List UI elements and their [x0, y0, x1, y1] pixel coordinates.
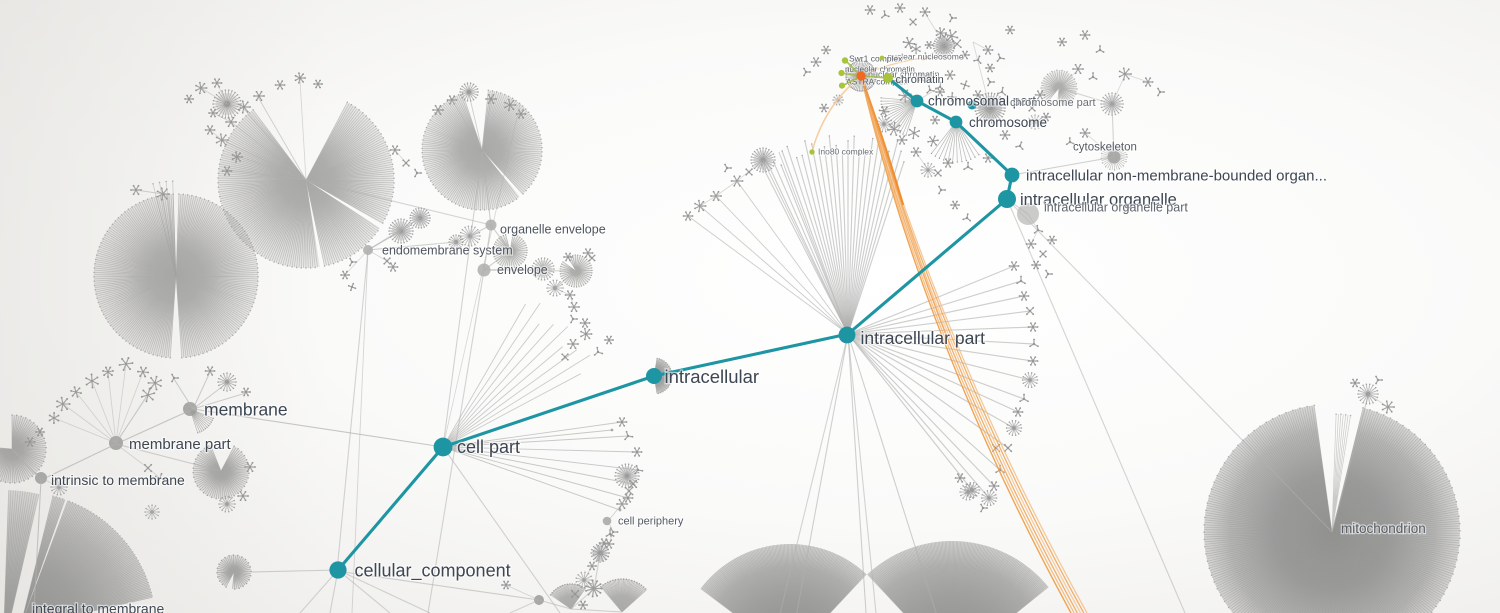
svg-text:mitochondrion: mitochondrion: [1341, 521, 1426, 536]
svg-text:chromosome: chromosome: [969, 115, 1047, 130]
svg-text:chromatin: chromatin: [896, 74, 944, 86]
svg-text:membrane part: membrane part: [129, 436, 232, 453]
svg-text:intracellular: intracellular: [665, 366, 760, 387]
svg-text:cell periphery: cell periphery: [618, 516, 684, 528]
svg-text:intrinsic to membrane: intrinsic to membrane: [51, 472, 185, 488]
svg-text:intracellular organelle: intracellular organelle: [1020, 191, 1177, 209]
svg-text:cellular_component: cellular_component: [355, 561, 511, 582]
svg-text:chromosome part: chromosome part: [1010, 97, 1096, 109]
svg-text:intracellular non-membrane-bou: intracellular non-membrane-bounded organ…: [1026, 168, 1327, 185]
svg-text:nuclear nucleosome: nuclear nucleosome: [888, 52, 964, 62]
svg-text:cytoskeleton: cytoskeleton: [1073, 142, 1137, 154]
svg-text:endomembrane system: endomembrane system: [382, 244, 513, 258]
svg-text:integral to membrane: integral to membrane: [32, 601, 165, 613]
svg-text:nucleolar chromatin: nucleolar chromatin: [845, 65, 915, 74]
svg-text:intracellular part: intracellular part: [861, 328, 986, 348]
svg-text:membrane: membrane: [204, 400, 288, 420]
svg-text:Swr1 complex: Swr1 complex: [849, 54, 903, 64]
svg-text:chromosomal part: chromosomal part: [928, 94, 1036, 109]
svg-text:organelle envelope: organelle envelope: [500, 223, 606, 237]
svg-text:cell part: cell part: [457, 437, 520, 457]
svg-text:Ino80 complex: Ino80 complex: [818, 147, 874, 157]
svg-text:envelope: envelope: [497, 263, 548, 277]
svg-text:intracellular organelle part: intracellular organelle part: [1044, 201, 1188, 215]
